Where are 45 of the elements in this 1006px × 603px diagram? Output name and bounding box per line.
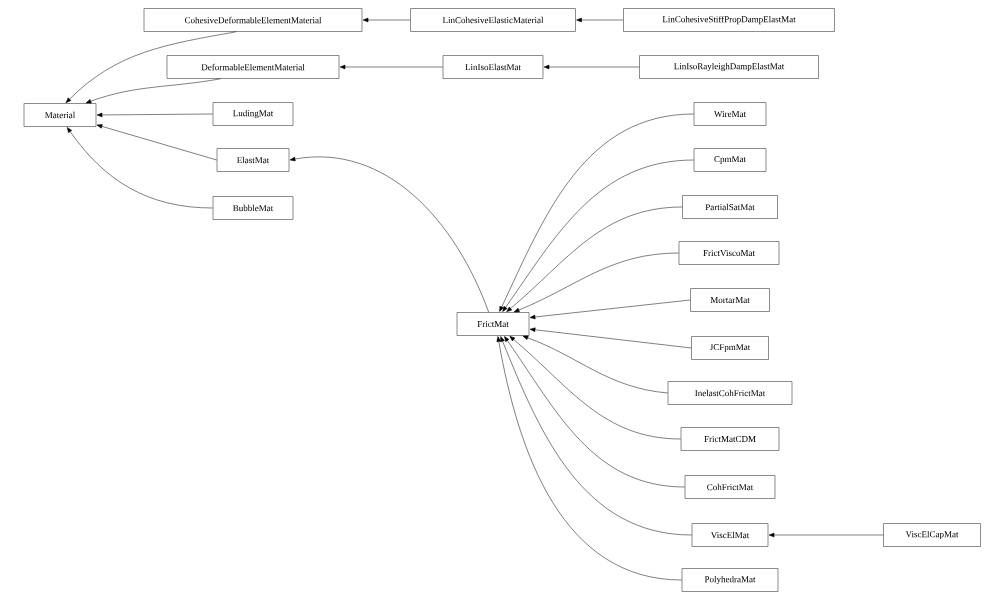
arrow [504, 336, 685, 488]
arrow [509, 336, 681, 440]
class-box: FrictMatCDM [680, 427, 780, 451]
class-box: Material [23, 103, 97, 127]
class-box: MortarMat [690, 288, 770, 312]
class-box: FrictViscoMat [678, 241, 780, 265]
class-box: LudingMat [212, 102, 294, 126]
arrow [65, 31, 237, 103]
class-box: DeformableElementMaterial [166, 55, 340, 79]
arrow [362, 17, 411, 23]
class-box: LinCohesiveElasticMaterial [410, 8, 576, 32]
class-box: WireMat [693, 102, 767, 126]
class-box: LinIsoRayleighDampElastMat [639, 55, 819, 79]
arrow [499, 113, 694, 312]
arrow [85, 78, 221, 104]
arrow [289, 156, 489, 313]
class-box: ViscElCapMat [883, 523, 981, 547]
class-box: FrictMat [456, 312, 530, 336]
arrow [576, 17, 624, 23]
arrow [496, 336, 682, 581]
class-box: LinCohesiveStiffPropDampElastMat [623, 8, 835, 32]
arrow [96, 112, 213, 118]
arrow [543, 64, 640, 70]
class-box: ElastMat [216, 148, 290, 172]
class-box: BubbleMat [212, 196, 294, 220]
class-box: CpmMat [693, 148, 767, 172]
arrow [502, 159, 694, 312]
class-box: LinIsoElastMat [442, 55, 544, 79]
arrow [529, 299, 691, 320]
arrow [67, 127, 213, 209]
arrow [529, 327, 692, 349]
arrow [500, 336, 692, 536]
arrow [513, 252, 679, 313]
arrow [339, 64, 443, 70]
arrow [506, 206, 683, 312]
arrow [96, 124, 217, 161]
class-box: InelastCohFrictMat [667, 381, 793, 405]
class-box: CohFrictMat [684, 475, 776, 499]
arrow [522, 335, 668, 394]
class-box: PolyhedraMat [681, 568, 779, 592]
class-box: CohesiveDeformableElementMaterial [143, 8, 363, 32]
arrow [768, 532, 884, 538]
class-box: PartialSatMat [682, 195, 778, 219]
class-box: JCFpmMat [691, 336, 769, 360]
class-box: ViscElMat [691, 523, 769, 547]
